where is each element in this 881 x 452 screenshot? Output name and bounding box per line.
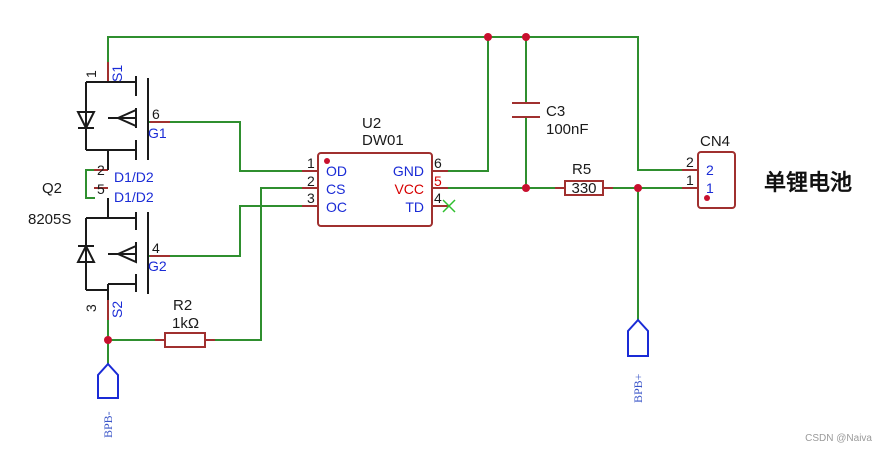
- junctions: [104, 33, 642, 344]
- u2-od-label: OD: [326, 163, 347, 179]
- q2-pin5-number: 5: [97, 181, 105, 197]
- q2-d1d2-label-a: D1/D2: [114, 169, 154, 185]
- port-bpb-minus: BPB-: [97, 362, 119, 438]
- u2-vcc-label: VCC: [394, 181, 424, 197]
- r5-body: [564, 180, 604, 196]
- u2-cs-label: CS: [326, 181, 345, 197]
- u2-oc-label: OC: [326, 199, 347, 215]
- junction-dot: [104, 336, 112, 344]
- q2-g2-label: G2: [148, 258, 167, 274]
- u2-pin3-number: 3: [307, 190, 315, 206]
- u2-gnd-label: GND: [393, 163, 424, 179]
- r2-value: 1kΩ: [172, 315, 199, 332]
- cn4-pin1-label: 1: [706, 180, 714, 196]
- u2-td-label: TD: [405, 199, 424, 215]
- cn4-pin1-marker: [704, 195, 710, 201]
- q2-pin2-number: 2: [97, 162, 105, 178]
- u2-reference: U2: [362, 115, 381, 132]
- r5-reference: R5: [572, 161, 591, 178]
- u2-dw01: 1 2 3 6 5 4 OD CS OC GND VCC TD U2 DW01: [302, 115, 456, 227]
- q2-g1-label: G1: [148, 125, 167, 141]
- u2-pin1-number: 1: [307, 155, 315, 171]
- r2-reference: R2: [173, 297, 192, 314]
- r5-resistor: 330 R5: [555, 161, 613, 197]
- q2-pin4-number: 4: [152, 240, 160, 256]
- u2-value: DW01: [362, 132, 404, 149]
- junction-dot: [522, 184, 530, 192]
- circuit-title: 单锂电池: [764, 170, 852, 195]
- q2-value: 8205S: [28, 211, 71, 228]
- port-bpb-plus: BPB+: [627, 318, 649, 403]
- c3-capacitor: C3 100nF: [512, 102, 589, 138]
- u2-body: [317, 152, 433, 227]
- q2-pin1-number: 1: [83, 70, 99, 78]
- q2-s1-label: S1: [109, 65, 125, 82]
- junction-dot: [484, 33, 492, 41]
- q2-pin3-number: 3: [83, 304, 99, 312]
- junction-dot: [522, 33, 530, 41]
- u2-pin1-marker: [324, 158, 330, 164]
- r2-body: [164, 332, 206, 348]
- c3-value: 100nF: [546, 121, 589, 138]
- r5-value: 330: [571, 180, 596, 197]
- port-bpb-plus-label: BPB+: [631, 373, 645, 403]
- q2-mosfet: 1 3 2 5 6 4 S1 S2 G1 G2 D1/D2 D1/D2 Q2 8…: [28, 62, 170, 320]
- r2-resistor: R2 1kΩ: [155, 297, 215, 348]
- cn4-connector: 2 1 2 1 CN4: [682, 133, 736, 209]
- u2-pin4-number: 4: [434, 190, 442, 206]
- q2-s2-label: S2: [109, 301, 125, 318]
- no-connect-marker: [442, 199, 456, 213]
- cn4-pin2-number: 2: [686, 154, 694, 170]
- cn4-pin2-label: 2: [706, 162, 714, 178]
- watermark: CSDN @Naiva: [805, 433, 872, 444]
- port-bpb-minus-label: BPB-: [101, 411, 115, 438]
- u2-pin5-number: 5: [434, 173, 442, 189]
- cn4-reference: CN4: [700, 133, 730, 150]
- q2-pin6-number: 6: [152, 106, 160, 122]
- cn4-body: [697, 151, 736, 209]
- q2-d1d2-label-b: D1/D2: [114, 189, 154, 205]
- junction-dot: [634, 184, 642, 192]
- q2-reference: Q2: [42, 180, 62, 197]
- u2-pin2-number: 2: [307, 173, 315, 189]
- c3-reference: C3: [546, 103, 565, 120]
- cn4-pin1-number: 1: [686, 172, 694, 188]
- u2-pin6-number: 6: [434, 155, 442, 171]
